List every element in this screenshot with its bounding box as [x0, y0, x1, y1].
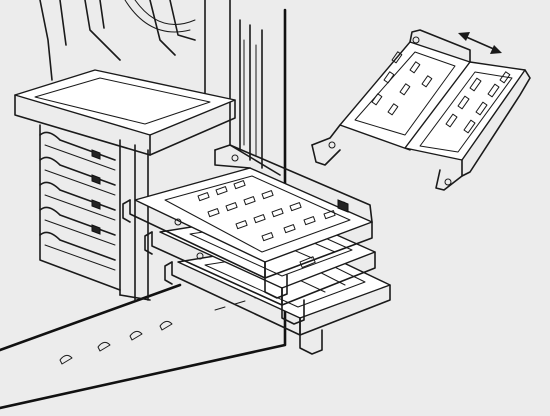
tray-slot-pattern — [197, 180, 336, 242]
tray-half-right — [404, 61, 531, 191]
double-arrow-icon — [458, 32, 502, 54]
tray-half-left — [311, 29, 471, 166]
drive-tray-top — [122, 144, 373, 299]
computer-chassis — [0, 0, 287, 410]
tray-slide-detail — [311, 29, 531, 191]
drive-tray-stack — [122, 144, 391, 355]
